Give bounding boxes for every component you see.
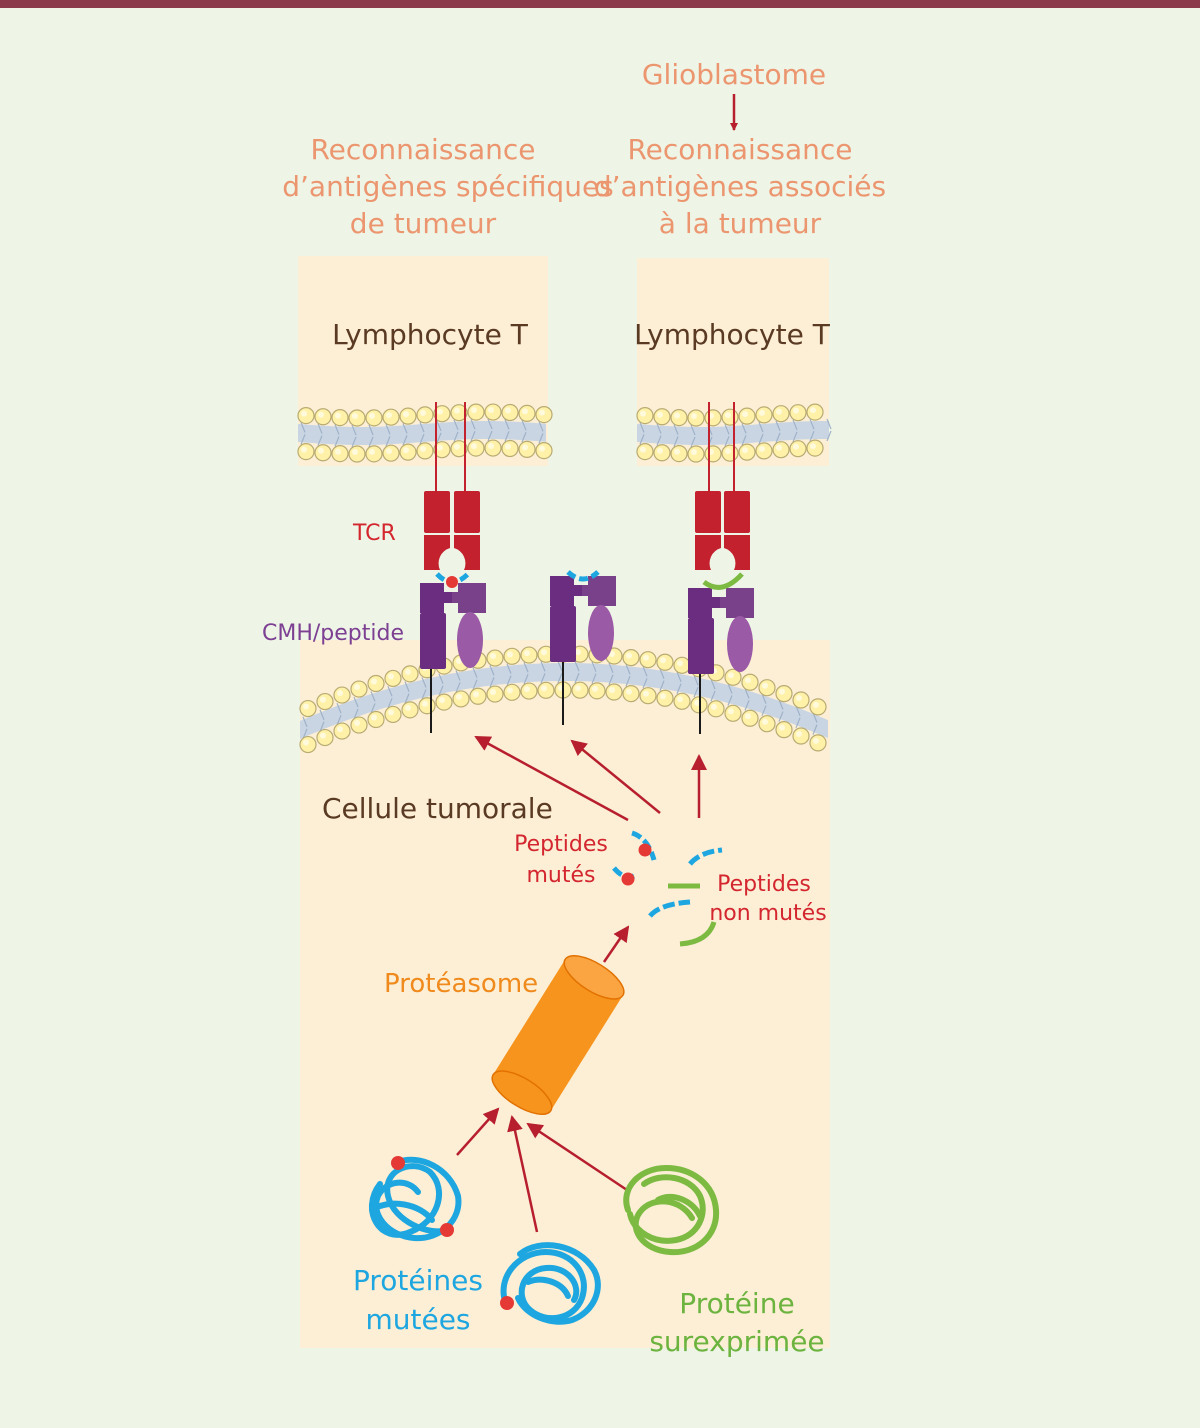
- mutated-proteins-label-line-1: Protéines: [353, 1264, 483, 1297]
- lymphocyte-right-label: Lymphocyte T: [634, 318, 831, 351]
- mutation-dot: [638, 843, 652, 857]
- mhc-complex-middle: [550, 576, 616, 662]
- glioblastoma-label: Glioblastome: [642, 58, 826, 91]
- mutation-dot: [621, 872, 635, 886]
- nonmutated-peptides-label-line-2: non mutés: [709, 901, 826, 926]
- mutated-peptides-label-line-1: Peptides: [514, 832, 608, 857]
- overexpressed-protein-label-line-2: surexprimée: [649, 1325, 824, 1358]
- presentation-arrows: [474, 735, 707, 822]
- overexpressed-protein-label-line-1: Protéine: [679, 1287, 794, 1320]
- mutated-protein-1: [368, 1156, 462, 1242]
- mhc-stalks: [430, 660, 701, 734]
- tcr-stalks: [435, 402, 735, 492]
- nonmutated-peptide-in-groove-right: [702, 572, 744, 590]
- tumor-cell-label: Cellule tumorale: [322, 792, 553, 825]
- mutation-dot: [446, 576, 458, 588]
- lymphocyte-left-label: Lymphocyte T: [332, 318, 529, 351]
- mutation-dot: [391, 1156, 405, 1170]
- nonmutated-peptides-fragments: [648, 847, 723, 947]
- proteasome-cylinder: [491, 955, 625, 1115]
- nonmutated-peptides-label-line-1: Peptides: [717, 872, 811, 897]
- mutated-peptides-label-line-2: mutés: [527, 863, 596, 888]
- header-right-line-2: d’antigènes associés: [594, 170, 886, 203]
- proteasome-label: Protéasome: [384, 969, 538, 999]
- header-left-line-2: d’antigènes spécifiques: [282, 170, 614, 203]
- degradation-arrows: [456, 1107, 628, 1233]
- mhc-complex-right: [688, 588, 754, 674]
- mutation-dot: [440, 1223, 454, 1237]
- header-left-line-1: Reconnaissance: [310, 133, 535, 166]
- peptide-in-groove-middle: [566, 570, 600, 582]
- tcr-receptor-right: [695, 491, 750, 570]
- tcr-label: TCR: [352, 521, 396, 546]
- overexpressed-protein: [623, 1164, 720, 1256]
- header-right-line-3: à la tumeur: [659, 207, 822, 240]
- header-right-line-1: Reconnaissance: [627, 133, 852, 166]
- mhc-peptide-label: CMH/peptide: [262, 621, 404, 646]
- proteasome-output-arrow: [602, 925, 630, 963]
- lymphocyte-membrane-left: [297, 403, 553, 463]
- top-bar: [0, 0, 1200, 8]
- mutation-dot: [500, 1296, 514, 1310]
- mhc-complex-left: [420, 583, 486, 669]
- header-left-line-3: de tumeur: [350, 207, 497, 240]
- mutated-protein-2: [500, 1242, 601, 1325]
- mutated-proteins-label-line-2: mutées: [365, 1303, 470, 1336]
- tcr-receptor-left: [424, 491, 480, 570]
- lymphocyte-membrane-right: [636, 403, 832, 463]
